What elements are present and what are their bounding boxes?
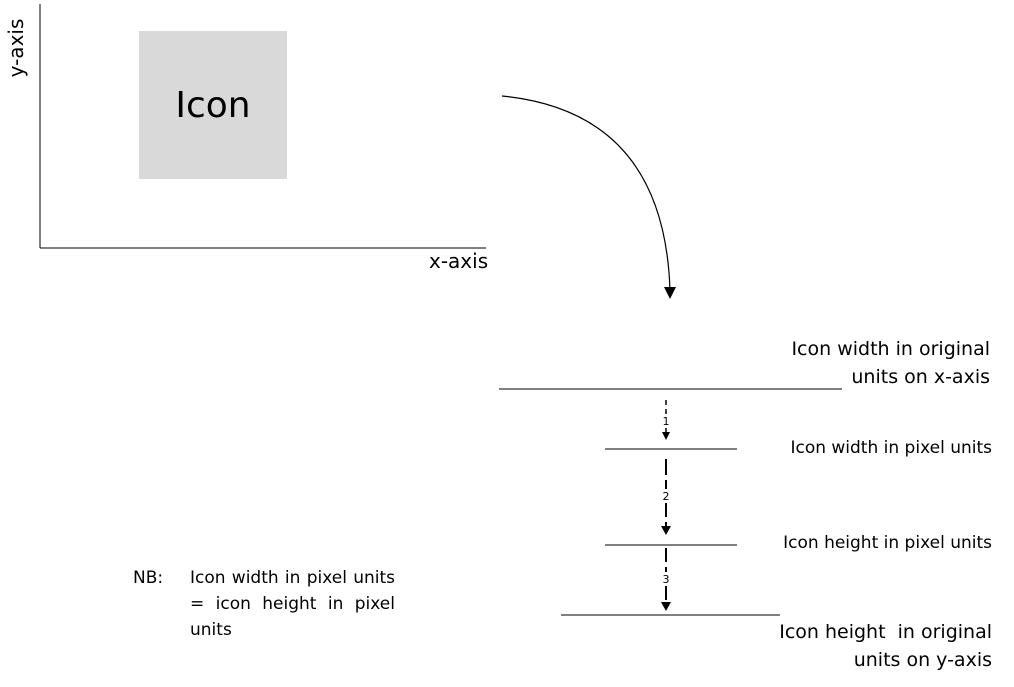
label-width-original-line-2: units on x-axis xyxy=(851,366,990,388)
x-axis-label: x-axis xyxy=(429,249,489,273)
note: NB: Icon width in pixel units = icon hei… xyxy=(133,565,395,643)
icon-placeholder-label: Icon xyxy=(175,84,251,126)
label-height-original: Icon height in original units on y-axis xyxy=(779,618,992,674)
step-number-2: 2 xyxy=(663,490,670,503)
step-1-arrowhead xyxy=(662,432,670,440)
step-number-3: 3 xyxy=(663,573,670,586)
step-3-arrowhead xyxy=(661,602,671,611)
label-width-original: Icon width in original units on x-axis xyxy=(791,335,990,391)
label-height-pixel: Icon height in pixel units xyxy=(783,533,992,553)
step-2-arrowhead xyxy=(661,526,671,535)
label-height-original-line-2: units on y-axis xyxy=(853,649,992,671)
label-height-original-line-1: Icon height in original xyxy=(779,621,992,643)
step-number-1: 1 xyxy=(663,415,670,428)
label-width-original-line-1: Icon width in original xyxy=(791,338,990,360)
icon-placeholder-box: Icon xyxy=(139,31,287,179)
label-width-pixel: Icon width in pixel units xyxy=(790,438,992,458)
curved-arrowhead xyxy=(664,287,676,299)
y-axis-label: y-axis xyxy=(4,18,28,78)
note-text: Icon width in pixel units = icon height … xyxy=(190,568,395,640)
curved-arrow xyxy=(501,95,671,291)
note-prefix: NB: xyxy=(133,568,164,588)
